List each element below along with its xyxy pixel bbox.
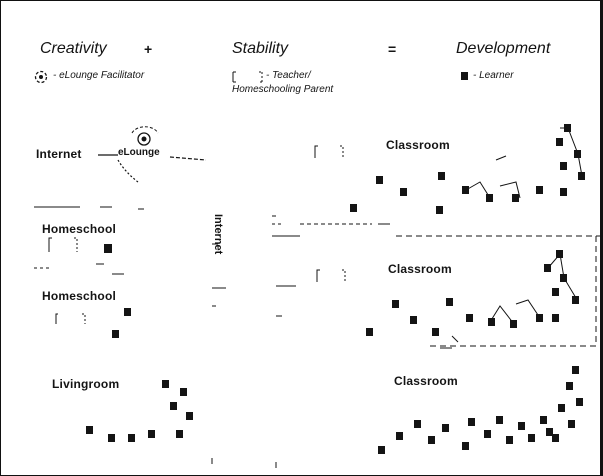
legend-teacher-line1: - Teacher/ xyxy=(266,70,311,81)
classroom-1-group xyxy=(314,124,585,214)
legend-teacher-line2: Homeschooling Parent xyxy=(232,84,334,95)
label-elounge: eLounge xyxy=(118,147,160,158)
label-livingroom: Livingroom xyxy=(52,377,120,391)
left-divider-lines xyxy=(34,206,226,307)
livingroom-learners xyxy=(86,380,193,442)
teacher-legend-icon xyxy=(232,71,263,83)
header-creativity: Creativity xyxy=(40,40,107,57)
label-classroom-2: Classroom xyxy=(388,262,452,276)
legend-learner: - Learner xyxy=(473,70,514,81)
classroom-1-links xyxy=(465,127,583,199)
header-development: Development xyxy=(456,40,551,57)
label-homeschool-2: Homeschool xyxy=(42,289,117,303)
classroom-3-group xyxy=(378,366,583,454)
header-stability: Stability xyxy=(232,40,289,57)
header-equals: = xyxy=(388,41,397,57)
classroom-2-group xyxy=(316,250,579,336)
middle-divider xyxy=(211,215,600,468)
homeschool-2-figures xyxy=(55,308,131,338)
elounge-facilitator-icon xyxy=(131,126,159,146)
internet-link-line xyxy=(98,154,207,183)
homeschool-1-figures xyxy=(48,237,112,253)
label-classroom-3: Classroom xyxy=(394,374,458,388)
classroom-2-links xyxy=(440,252,577,349)
facilitator-legend-icon xyxy=(34,70,48,84)
learner-legend-icon xyxy=(461,72,468,80)
legend-facilitator: - eLounge Facilitator xyxy=(53,70,145,81)
header-plus: + xyxy=(144,41,153,57)
label-homeschool-1: Homeschool xyxy=(42,222,117,236)
label-classroom-1: Classroom xyxy=(386,138,450,152)
label-internet: Internet xyxy=(36,147,82,161)
